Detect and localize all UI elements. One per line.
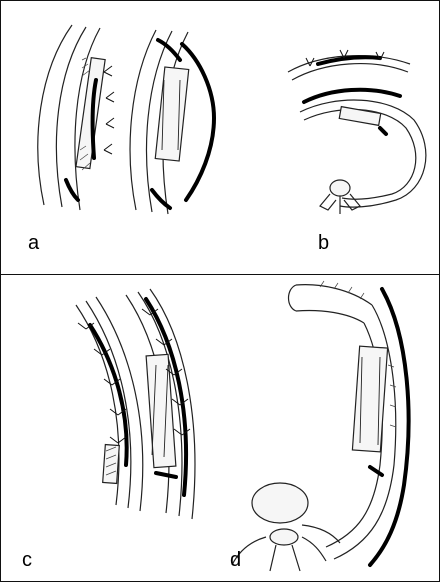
panel-b-label: b bbox=[318, 233, 329, 253]
panel-a-illustration bbox=[0, 0, 240, 230]
panel-c-illustration bbox=[0, 275, 240, 555]
panel-b-illustration bbox=[240, 0, 440, 230]
panel-a-label: a bbox=[28, 233, 39, 253]
panel-c-label: c bbox=[22, 550, 32, 570]
panel-d-label: d bbox=[230, 550, 241, 570]
panel-d-illustration bbox=[230, 275, 440, 575]
